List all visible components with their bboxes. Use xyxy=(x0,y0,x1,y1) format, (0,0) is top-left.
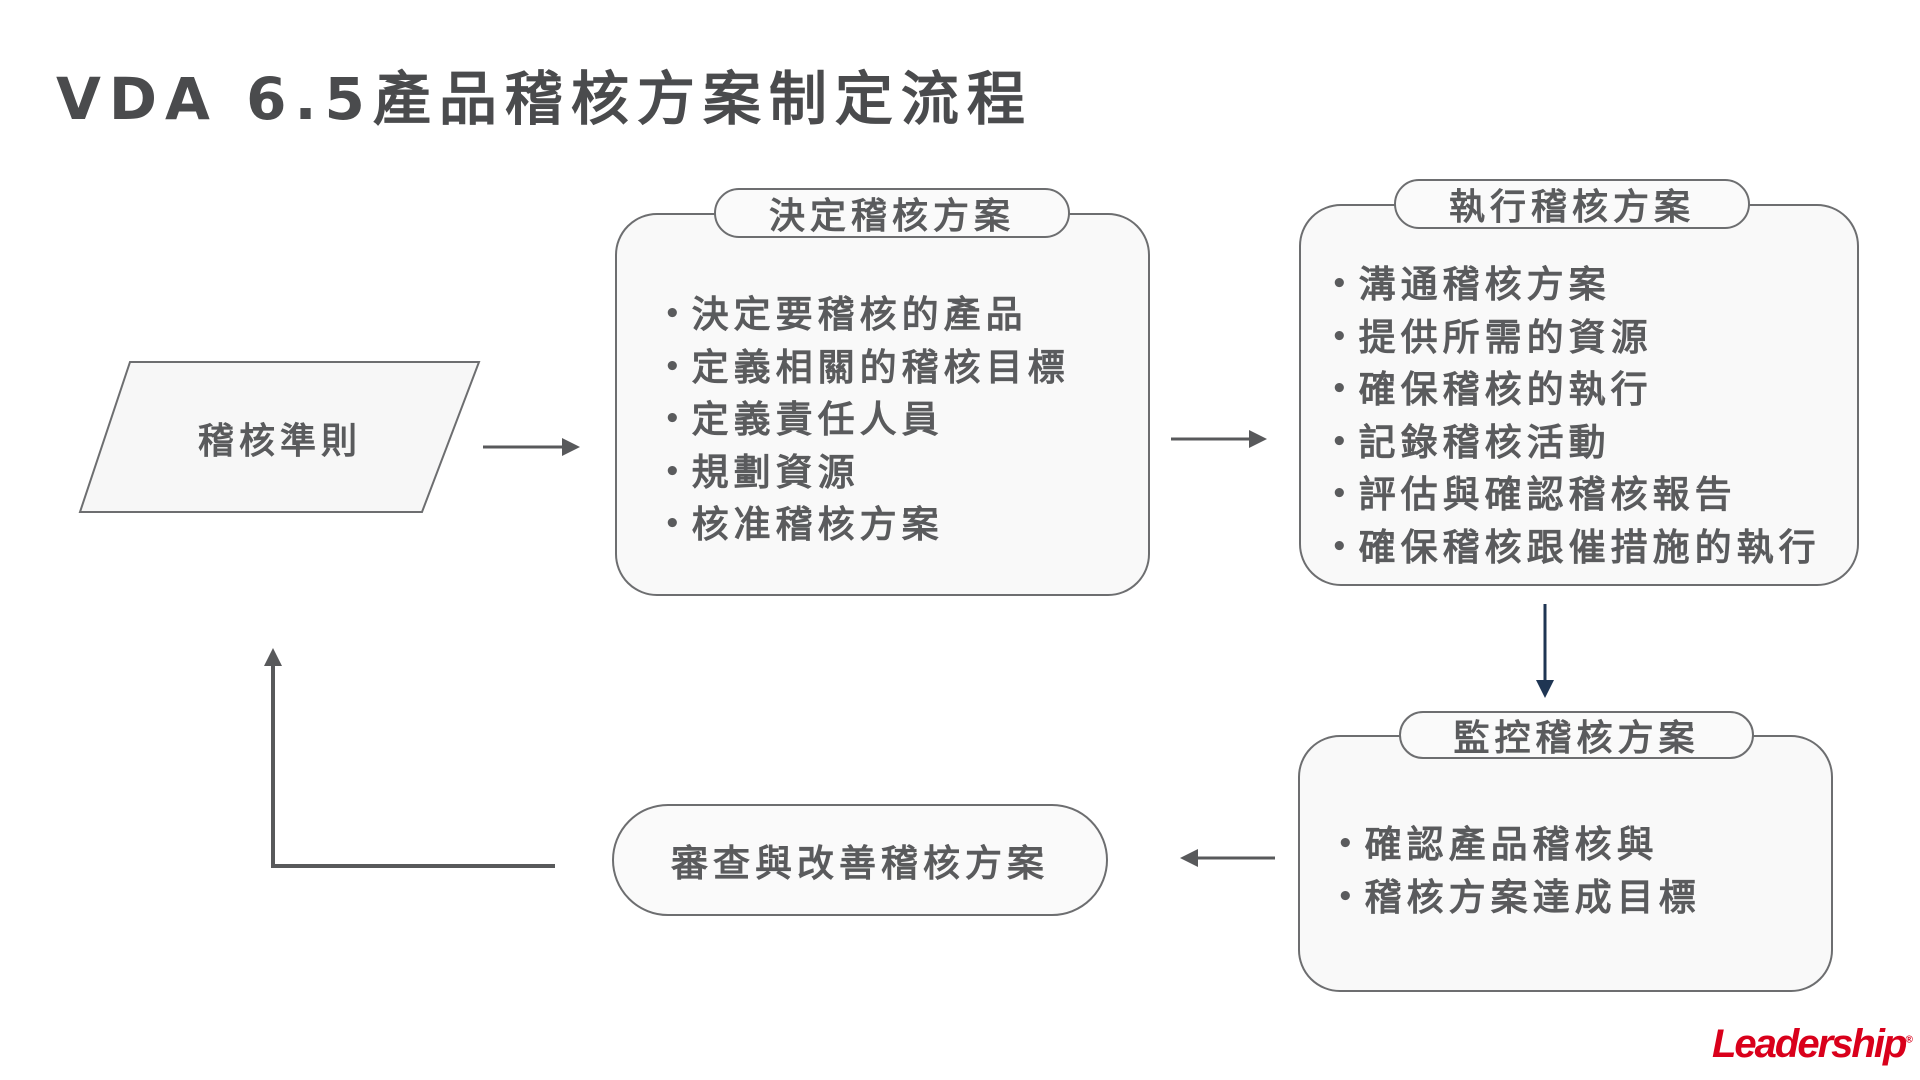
list-item: 規劃資源 xyxy=(664,449,1070,502)
list-item: 評估與確認稽核報告 xyxy=(1331,471,1821,524)
list-item: 確保稽核的執行 xyxy=(1331,366,1821,419)
decide-title: 決定稽核方案 xyxy=(714,188,1070,238)
page-title: VDA 6.5產品稽核方案制定流程 xyxy=(56,65,1033,133)
decide-list: 決定要稽核的產品 定義相關的稽核目標 定義責任人員 規劃資源 核准稽核方案 xyxy=(664,291,1070,554)
criteria-parallelogram xyxy=(78,361,481,513)
list-item: 提供所需的資源 xyxy=(1331,314,1821,367)
list-item: 確保稽核跟催措施的執行 xyxy=(1331,524,1821,577)
list-item: 定義相關的稽核目標 xyxy=(664,344,1070,397)
logo-text: Leadership xyxy=(1712,1022,1907,1066)
criteria-label: 稽核準則 xyxy=(197,421,362,462)
execute-list: 溝通稽核方案 提供所需的資源 確保稽核的執行 記錄稽核活動 評估與確認稽核報告 … xyxy=(1331,261,1821,576)
review-box: 審查與改善稽核方案 xyxy=(612,804,1108,916)
leadership-logo: Leadership® xyxy=(1712,1022,1913,1066)
list-item: 定義責任人員 xyxy=(664,396,1070,449)
list-item: 溝通稽核方案 xyxy=(1331,261,1821,314)
monitor-title: 監控稽核方案 xyxy=(1399,711,1754,759)
list-item: 核准稽核方案 xyxy=(664,501,1070,554)
list-item: 確認產品稽核與 xyxy=(1337,821,1701,874)
execute-title: 執行稽核方案 xyxy=(1394,179,1750,229)
list-item: 稽核方案達成目標 xyxy=(1337,874,1701,927)
list-item: 決定要稽核的產品 xyxy=(664,291,1070,344)
monitor-list: 確認產品稽核與 稽核方案達成目標 xyxy=(1337,821,1701,926)
arrow-review-to-criteria xyxy=(264,648,555,868)
list-item: 記錄稽核活動 xyxy=(1331,419,1821,472)
